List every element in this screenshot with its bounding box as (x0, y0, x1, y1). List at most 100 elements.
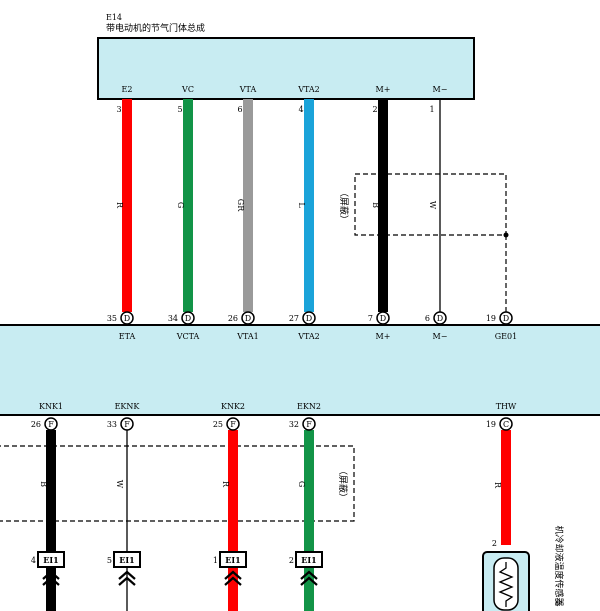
ge01-conn-letter: D (503, 314, 509, 323)
vc-ecu-pin-number: 34 (168, 314, 178, 323)
shield-junction-dot (503, 232, 509, 238)
knk2-ecu-pin-number: 25 (213, 420, 223, 429)
ecu-box (0, 324, 600, 416)
e2-wire (122, 99, 132, 312)
ekn2-chevron-icon (300, 570, 318, 580)
mplus-ecu-pin-circle (376, 311, 390, 325)
bottom-shield-label: （屏蔽） (337, 466, 349, 502)
vta-pin-label: VTA (239, 85, 257, 94)
knk1-connector-box (37, 551, 65, 568)
top-shield-outline (354, 173, 507, 236)
e2-pin-number: 3 (116, 105, 121, 114)
ge01-pin-number: 19 (486, 314, 496, 323)
thw-wire (501, 430, 511, 545)
component-name: 带电动机的节气门体总成 (106, 22, 205, 34)
vta2-ecu-label: VTA2 (297, 332, 320, 341)
ekn2-ecu-pin-circle (302, 417, 316, 431)
thermistor-icon (498, 562, 514, 607)
ekn2-color-code: G (297, 481, 306, 487)
mminus-ecu-pin-number: 6 (425, 314, 430, 323)
bottom-shield-outline (0, 445, 355, 522)
mplus-ecu-conn-letter: D (380, 314, 386, 323)
vta-ecu-label: VTA1 (236, 332, 259, 341)
top-shield-label: （屏蔽） (338, 188, 350, 224)
knk2-chevron-icon-2 (224, 576, 242, 586)
knk2-chevron-icon (224, 570, 242, 580)
vc-ecu-pin-circle (181, 311, 195, 325)
ekn2-ecu-label: EKN2 (297, 402, 321, 411)
mplus-pin-number: 2 (372, 105, 377, 114)
vta2-wire (304, 99, 314, 312)
knk1-ecu-conn-letter: F (48, 420, 54, 429)
e2-ecu-pin-number: 35 (107, 314, 117, 323)
vta2-ecu-pin-circle (302, 311, 316, 325)
knk1-ecu-pin-circle (44, 417, 58, 431)
vta-color-code: GR (236, 199, 245, 212)
ge01-pin: 19 D GE01 (486, 311, 517, 341)
thw-color-code: R (493, 482, 502, 489)
knk1-connector-label: EI1 (43, 555, 58, 565)
throttle-body-box (97, 37, 475, 100)
ekn2-conn-pin-number: 2 (289, 556, 294, 565)
mplus-pin-label: M+ (376, 85, 391, 94)
vta2-pin-number: 4 (298, 105, 303, 114)
vta-ecu-conn-letter: D (245, 314, 251, 323)
thw-conn-letter: C (503, 420, 509, 429)
ekn2-chevron-icon-2 (300, 576, 318, 586)
vc-pin-label: VC (181, 85, 194, 94)
ekn-connector-label: EI1 (119, 555, 134, 565)
knk2-connector-box (219, 551, 247, 568)
mminus-color-code: W (428, 201, 437, 210)
coolant-sensor-name: 机冷却液温度传感器 (553, 525, 565, 606)
ekn2-connector-box (295, 551, 323, 568)
vta2-ecu-conn-letter: D (306, 314, 312, 323)
knk1-wire (46, 430, 56, 611)
mminus-ecu-label: M− (433, 332, 448, 341)
mminus-pin-label: M− (433, 85, 448, 94)
ekn2-connector-label: EI1 (301, 555, 316, 565)
ekn-connector-box (113, 551, 141, 568)
thw-ecu-label: THW (496, 402, 517, 411)
knk2-ecu-label: KNK2 (221, 402, 245, 411)
ekn-ecu-conn-letter: F (124, 420, 130, 429)
knk2-wire (228, 430, 238, 611)
e2-ecu-label: ETA (119, 332, 136, 341)
vta-wire (243, 99, 253, 312)
ge01-pin-circle (499, 311, 513, 325)
mplus-ecu-label: M+ (376, 332, 391, 341)
vta2-pin-label: VTA2 (297, 85, 320, 94)
knk1-conn-pin-number: 4 (31, 556, 36, 565)
vta2-ecu-pin-number: 27 (289, 314, 299, 323)
ekn-chevron-icon-2 (118, 576, 136, 586)
knk2-color-code: R (221, 481, 230, 488)
ekn2-ecu-conn-letter: F (306, 420, 312, 429)
e2-ecu-conn-letter: D (124, 314, 130, 323)
ekn-color-code: W (115, 480, 124, 489)
mplus-ecu-pin-number: 7 (368, 314, 373, 323)
e2-color-code: R (115, 202, 124, 209)
thw-pin-circle (499, 417, 513, 431)
knk1-color-code: B (39, 481, 48, 487)
e2-pin-label: E2 (122, 85, 133, 94)
vc-ecu-label: VCTA (176, 332, 200, 341)
knk1-ecu-pin-number: 26 (31, 420, 41, 429)
knk2-ecu-pin-circle (226, 417, 240, 431)
vc-color-code: G (176, 202, 185, 208)
knk2-conn-pin-number: 1 (213, 556, 218, 565)
vc-pin-number: 5 (177, 105, 182, 114)
knk1-chevron-icon (42, 570, 60, 580)
vta-ecu-pin-circle (241, 311, 255, 325)
ekn-ecu-pin-number: 33 (107, 420, 117, 429)
mminus-pin-number: 1 (429, 105, 434, 114)
knk2-ecu-conn-letter: F (230, 420, 236, 429)
mminus-ecu-conn-letter: D (437, 314, 443, 323)
e2-ecu-pin-circle (120, 311, 134, 325)
vta-pin-number: 6 (237, 105, 242, 114)
knk2-connector-label: EI1 (225, 555, 240, 565)
thw-ecu-pin-number: 19 (486, 420, 496, 429)
mminus-ecu-pin-circle (433, 311, 447, 325)
ekn-ecu-pin-circle (120, 417, 134, 431)
vta-ecu-pin-number: 26 (228, 314, 238, 323)
